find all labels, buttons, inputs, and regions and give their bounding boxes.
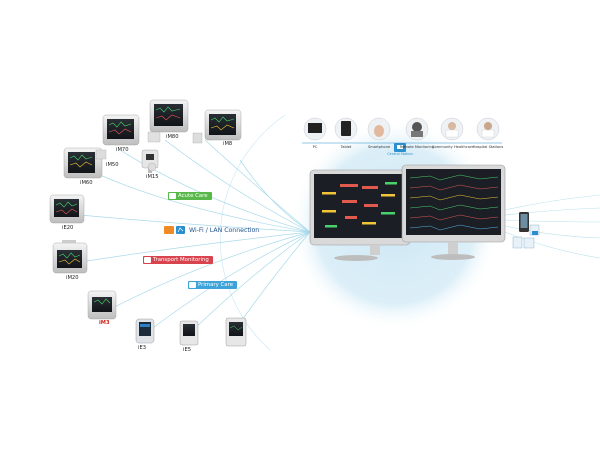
caption-remote-monitoring: Remote Monitoring	[399, 145, 435, 149]
monitor-iE20	[49, 194, 85, 224]
handheld-device-icon	[147, 162, 157, 172]
connection-hub-icon	[164, 226, 185, 234]
central-monitor-left	[309, 169, 411, 261]
caption-pc: PC	[312, 145, 318, 149]
connection-lines	[79, 139, 311, 334]
monitor-iE12	[225, 317, 247, 347]
model-tag: iM8	[223, 141, 233, 147]
monitor-iM3	[87, 290, 117, 320]
connection-label: Wi-Fi / LAN Connection	[189, 227, 260, 234]
monitor-iM80	[147, 99, 189, 143]
transport-label: Transport Monitoring	[153, 257, 209, 263]
monitor-iE3	[135, 318, 155, 344]
primary-care-label: Primary Care	[198, 282, 234, 288]
pill-acute-care: Acute Care	[168, 192, 212, 200]
caption-tablet: Tablet	[340, 145, 352, 149]
monitor-iM60	[63, 147, 103, 179]
acute-care-icon	[169, 193, 176, 199]
remote-devices-bar	[302, 117, 502, 144]
acute-care-label: Acute Care	[178, 193, 208, 199]
caption-smartphone: Smartphone	[367, 145, 391, 149]
transport-icon	[144, 257, 151, 263]
pill-transport: Transport Monitoring	[143, 256, 213, 264]
model-tag: iM70	[116, 147, 129, 153]
primary-care-icon	[189, 282, 196, 288]
remote-community-icon	[440, 117, 464, 141]
central-monitor-right	[401, 164, 506, 260]
remote-tablet-icon	[334, 117, 358, 141]
central-station-badge: Central Station	[387, 152, 413, 156]
right-lines	[504, 194, 600, 259]
model-tag: iM80	[166, 134, 179, 140]
pill-primary-care: Primary Care	[188, 281, 238, 289]
caption-community: Community Healthcare	[432, 145, 474, 149]
model-tag: iE20	[62, 225, 74, 231]
remote-smartphone-icon	[367, 117, 391, 141]
model-tag: iE5	[183, 347, 192, 353]
model-tag: iM60	[80, 180, 93, 186]
monitor-iE5	[179, 320, 199, 346]
right-phone-device	[519, 212, 529, 232]
model-tag: iE3	[138, 345, 147, 351]
remote-pc-icon	[303, 117, 327, 141]
monitor-iM8	[192, 109, 242, 144]
right-doc-icons	[512, 224, 540, 249]
remote-monitoring-icon	[405, 117, 429, 141]
model-tag: iM50	[106, 162, 119, 168]
monitor-iM70	[95, 114, 140, 160]
model-tag: iM3	[99, 320, 110, 326]
central-station-badge-icon	[394, 143, 406, 152]
caption-hospital: Hospital Stations	[472, 145, 504, 149]
remote-hospital-icon	[476, 117, 500, 141]
model-tag: iM20	[66, 275, 79, 281]
monitor-iM20	[52, 240, 88, 274]
model-tag: iM15	[146, 174, 159, 180]
